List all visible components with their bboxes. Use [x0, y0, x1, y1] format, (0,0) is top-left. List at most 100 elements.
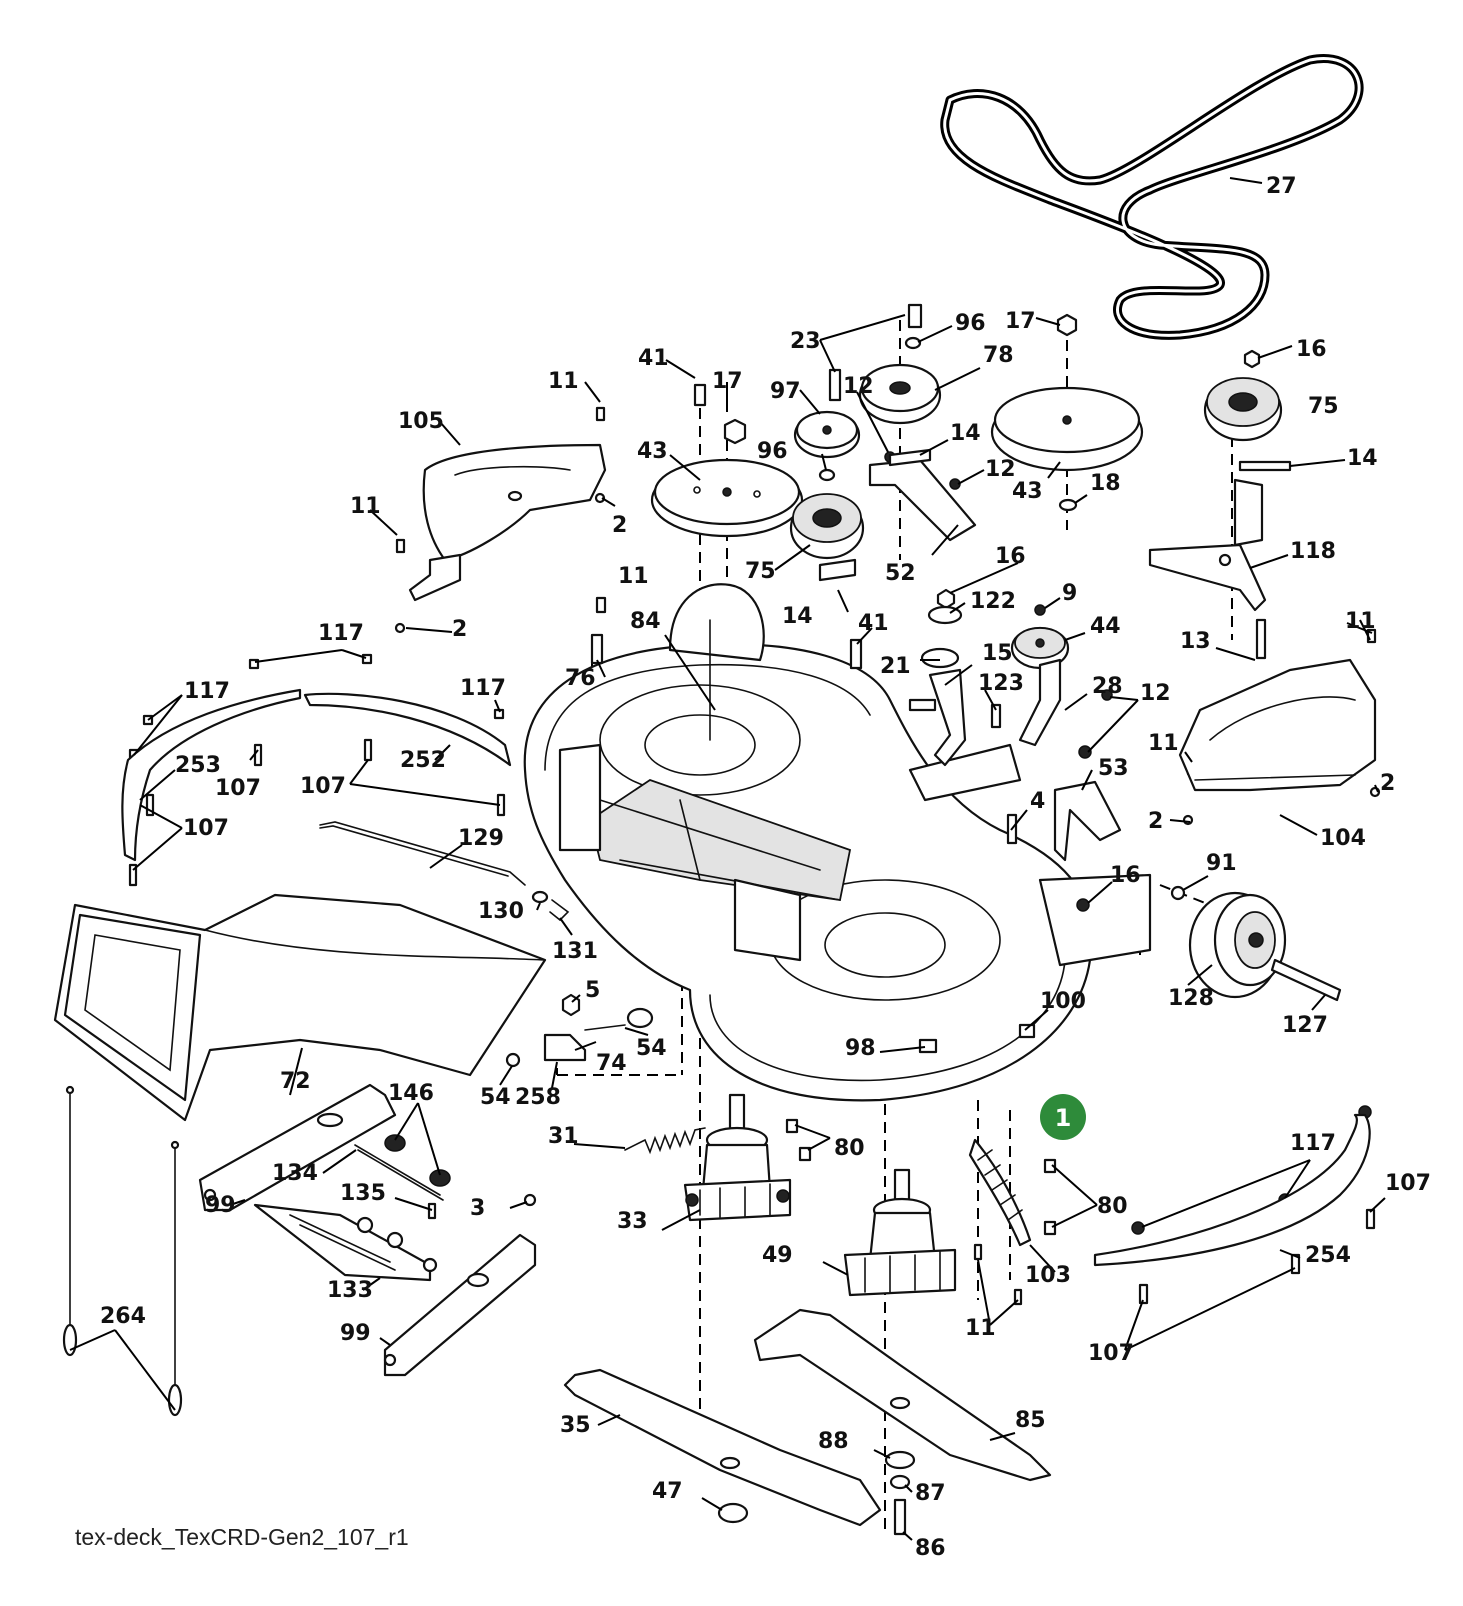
callout-3: 3: [470, 1196, 485, 1221]
callout-23: 23: [790, 329, 821, 354]
pulley-97: [793, 410, 861, 459]
callout-127: 127: [1282, 1013, 1328, 1038]
callout-118: 118: [1290, 539, 1336, 564]
callout-72: 72: [280, 1069, 311, 1094]
lift-arm-99-lower: [383, 1233, 537, 1377]
callout-11: 11: [1345, 609, 1376, 634]
callout-14: 14: [1347, 446, 1378, 471]
blade-85: [753, 1308, 1052, 1482]
spindle-49: [843, 1168, 957, 1297]
spring-31: [624, 1127, 706, 1155]
callout-74: 74: [596, 1051, 627, 1076]
badge-circle: [1040, 1094, 1086, 1140]
callout-146: 146: [388, 1081, 434, 1106]
callout-27: 27: [1266, 174, 1297, 199]
callout-258: 258: [515, 1085, 561, 1110]
baffle-103: [968, 1138, 1032, 1247]
callout-54: 54: [480, 1085, 511, 1110]
mower-deck-shell: [523, 643, 1152, 1102]
callout-75: 75: [1308, 394, 1339, 419]
callout-15: 15: [982, 641, 1013, 666]
callout-84: 84: [630, 609, 661, 634]
callout-2: 2: [1148, 809, 1163, 834]
callout-87: 87: [915, 1481, 946, 1506]
callout-78: 78: [983, 343, 1014, 368]
bracket-133: [253, 1203, 438, 1282]
pulley-44: [1010, 626, 1070, 670]
bracket-14-pieces: [818, 448, 1292, 582]
callout-11: 11: [350, 494, 381, 519]
callout-12: 12: [985, 457, 1016, 482]
callout-16: 16: [995, 544, 1026, 569]
callout-43: 43: [637, 439, 668, 464]
callout-117: 117: [318, 621, 364, 646]
leader-lines: [69, 177, 1386, 1541]
callout-14: 14: [782, 604, 813, 629]
baffle-252: [303, 692, 512, 767]
callout-33: 33: [617, 1209, 648, 1234]
clip-130-131: [531, 890, 570, 922]
callout-16: 16: [1110, 863, 1141, 888]
rod-129: [319, 821, 526, 886]
rod-134-135: [354, 1144, 444, 1201]
baffle-253: [121, 688, 302, 862]
callout-91: 91: [1206, 851, 1237, 876]
callout-4: 4: [1030, 789, 1045, 814]
callout-11: 11: [618, 564, 649, 589]
spindle-33: [683, 1093, 792, 1222]
callout-88: 88: [818, 1429, 849, 1454]
idler-bracket-118: [1148, 478, 1267, 612]
callout-131: 131: [552, 939, 598, 964]
discharge-chute-72: [53, 893, 547, 1122]
callout-labels: 27 23 96 78 17 16 41 17 97 12 75 11 105 …: [100, 174, 1431, 1561]
callout-11: 11: [965, 1316, 996, 1341]
callout-52: 52: [885, 561, 916, 586]
callout-117: 117: [184, 679, 230, 704]
callout-107: 107: [1088, 1341, 1134, 1366]
belt-cover-104: [1178, 658, 1377, 792]
springs-146: [384, 1134, 451, 1187]
callout-85: 85: [1015, 1408, 1046, 1433]
callout-17: 17: [712, 369, 743, 394]
callout-9: 9: [1062, 581, 1077, 606]
callout-41: 41: [638, 346, 669, 371]
callout-54: 54: [636, 1036, 667, 1061]
callout-107: 107: [215, 776, 261, 801]
callout-122: 122: [970, 589, 1016, 614]
callout-12: 12: [843, 374, 874, 399]
callout-2: 2: [452, 617, 467, 642]
callout-117: 117: [1290, 1131, 1336, 1156]
pulley-43-right: [990, 386, 1144, 472]
belt-cover-105: [408, 443, 607, 602]
callout-35: 35: [560, 1413, 591, 1438]
callout-98: 98: [845, 1036, 876, 1061]
reference-badge: 1: [1040, 1094, 1086, 1140]
idler-pulley-75-left: [789, 493, 865, 560]
callout-13: 13: [1180, 629, 1211, 654]
callout-103: 103: [1025, 1263, 1071, 1288]
bracket-53: [1053, 780, 1122, 862]
callout-47: 47: [652, 1479, 683, 1504]
callout-96: 96: [757, 439, 788, 464]
callout-12: 12: [1140, 681, 1171, 706]
pulley-78: [858, 363, 942, 425]
bracket-28: [1018, 658, 1062, 747]
baffle-254: [1093, 1113, 1371, 1267]
blade-35: [563, 1368, 882, 1527]
callout-17: 17: [1005, 309, 1036, 334]
callout-75: 75: [745, 559, 776, 584]
callout-100: 100: [1040, 989, 1086, 1014]
bracket-258-74: [543, 1007, 654, 1062]
callout-129: 129: [458, 826, 504, 851]
callout-28: 28: [1092, 674, 1123, 699]
callout-105: 105: [398, 409, 444, 434]
callout-107: 107: [1385, 1171, 1431, 1196]
idler-arm-52: [868, 458, 977, 542]
bracket-15: [908, 668, 967, 767]
callout-99: 99: [205, 1193, 236, 1218]
diagram-caption: tex-deck_TexCRD-Gen2_107_r1: [75, 1524, 409, 1550]
callout-253: 253: [175, 753, 221, 778]
callout-44: 44: [1090, 614, 1121, 639]
callout-97: 97: [770, 379, 801, 404]
callout-11: 11: [548, 369, 579, 394]
